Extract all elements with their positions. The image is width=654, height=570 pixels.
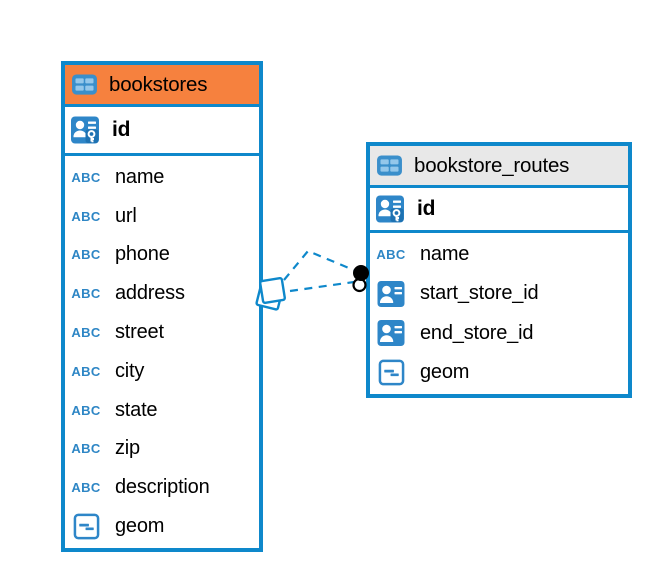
column-label: start_store_id	[420, 282, 539, 305]
column-label: address	[115, 282, 185, 305]
column-label: zip	[115, 437, 140, 460]
table-title: bookstores	[109, 72, 208, 96]
table-icon	[71, 73, 98, 96]
column-row[interactable]: ABC address	[65, 274, 259, 313]
text-type-icon: ABC	[71, 480, 101, 496]
column-row[interactable]: end_store_id	[370, 314, 628, 353]
text-type-icon: ABC	[71, 441, 101, 457]
column-row[interactable]: geom	[65, 507, 259, 546]
text-type-icon: ABC	[71, 402, 101, 418]
relationship-line-upper[interactable]	[283, 249, 357, 281]
table-bookstores[interactable]: bookstores id ABC name ABC url ABC phone…	[61, 61, 263, 552]
text-type-icon: ABC	[71, 325, 101, 341]
column-row[interactable]: ABC name	[370, 235, 628, 274]
geometry-type-icon	[70, 513, 102, 540]
column-label: name	[115, 165, 165, 188]
primary-key-icon	[69, 115, 101, 145]
column-label: end_store_id	[420, 321, 534, 344]
column-label: state	[115, 398, 158, 421]
column-label: id	[112, 118, 131, 141]
table-icon	[376, 154, 403, 177]
column-list: ABC name ABC url ABC phone ABC address A…	[65, 156, 259, 548]
column-list: ABC name start_store_id end_store_id ge	[370, 233, 628, 394]
column-label: url	[115, 204, 137, 227]
foreign-key-icon	[375, 319, 407, 347]
table-title: bookstore_routes	[414, 153, 570, 177]
text-type-icon: ABC	[376, 247, 406, 263]
column-label: city	[115, 359, 145, 382]
column-row[interactable]: ABC phone	[65, 236, 259, 275]
primary-key-icon	[374, 194, 406, 224]
text-type-icon: ABC	[71, 169, 101, 185]
column-label: id	[417, 197, 436, 220]
column-row[interactable]: ABC url	[65, 197, 259, 236]
text-type-icon: ABC	[71, 247, 101, 263]
column-row[interactable]: start_store_id	[370, 274, 628, 313]
table-header[interactable]: bookstores	[65, 65, 259, 107]
column-label: geom	[115, 515, 165, 538]
column-row-id[interactable]: id	[65, 107, 259, 156]
column-label: phone	[115, 243, 170, 266]
column-row[interactable]: geom	[370, 353, 628, 392]
column-row-id[interactable]: id	[370, 188, 628, 233]
column-row[interactable]: ABC state	[65, 391, 259, 430]
column-row[interactable]: ABC street	[65, 313, 259, 352]
column-row[interactable]: ABC zip	[65, 430, 259, 469]
text-type-icon: ABC	[71, 208, 101, 224]
column-label: name	[420, 243, 470, 266]
column-label: geom	[420, 360, 470, 383]
column-row[interactable]: ABC description	[65, 468, 259, 507]
column-label: street	[115, 321, 164, 344]
table-header[interactable]: bookstore_routes	[370, 146, 628, 188]
column-row[interactable]: ABC city	[65, 352, 259, 391]
table-bookstore-routes[interactable]: bookstore_routes id ABC name start_store…	[366, 142, 632, 398]
column-label: description	[115, 476, 210, 499]
geometry-type-icon	[375, 359, 407, 386]
text-type-icon: ABC	[71, 286, 101, 302]
text-type-icon: ABC	[71, 363, 101, 379]
column-row[interactable]: ABC name	[65, 158, 259, 197]
foreign-key-icon	[375, 280, 407, 308]
relationship-line-lower[interactable]	[289, 280, 355, 293]
